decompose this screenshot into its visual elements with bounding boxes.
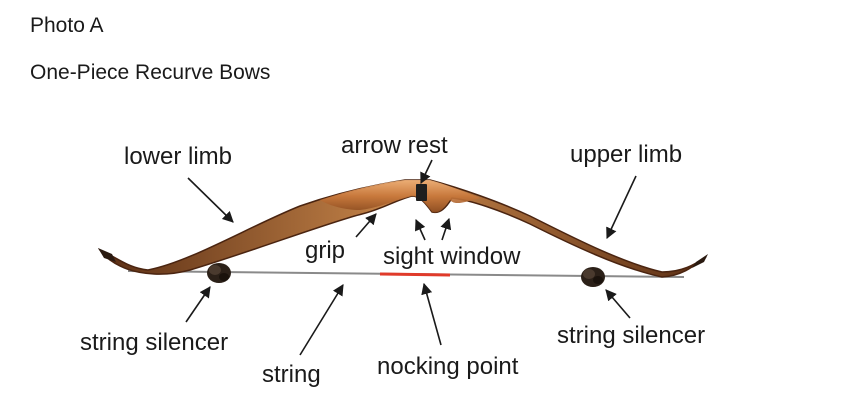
sight-window-arrow-left — [415, 218, 426, 241]
grip-label: grip — [305, 237, 345, 264]
upper-limb-tip — [692, 254, 708, 268]
lower-limb-tip — [98, 248, 116, 262]
string-arrow — [299, 284, 344, 356]
lower-limb-label: lower limb — [124, 143, 232, 170]
arrow-rest-block — [416, 184, 427, 201]
string-silencer-left-arrow — [185, 286, 211, 323]
arrow-rest-label: arrow rest — [341, 132, 448, 159]
nocking-point-label: nocking point — [377, 353, 519, 380]
string-label: string — [262, 361, 321, 388]
arrow-rest-arrow — [420, 159, 433, 185]
photo-label: Photo A — [30, 14, 104, 37]
sight-window-arrow-right — [440, 217, 452, 241]
upper-limb-label: upper limb — [570, 141, 682, 168]
diagram-title: One-Piece Recurve Bows — [30, 61, 271, 84]
upper-limb-arrow — [606, 175, 637, 240]
string-silencer-left-mark — [207, 263, 231, 283]
string-silencer-left-label: string silencer — [80, 329, 228, 356]
string-silencer-right-label: string silencer — [557, 322, 705, 349]
nocking-point-mark — [379, 272, 451, 277]
nocking-point-arrow — [421, 282, 442, 346]
sight-window-label: sight window — [383, 243, 521, 270]
string-silencer-right-arrow — [605, 289, 631, 319]
grip-arrow — [355, 213, 377, 238]
string-silencer-right-mark — [581, 267, 605, 287]
lower-limb-arrow — [187, 177, 234, 223]
riser — [320, 180, 480, 213]
